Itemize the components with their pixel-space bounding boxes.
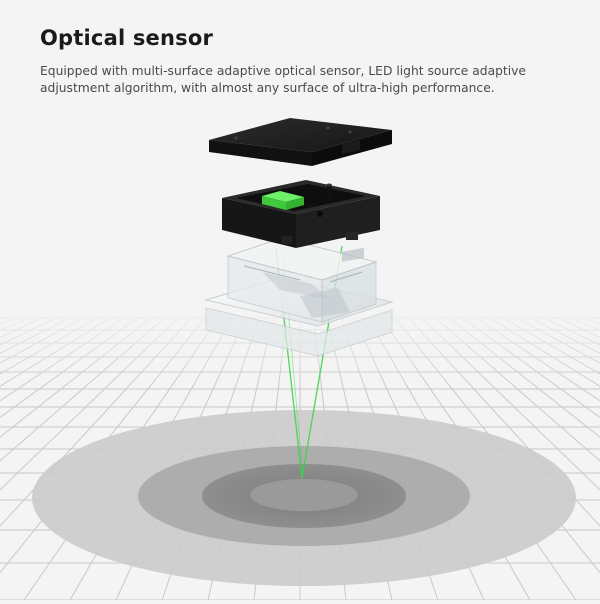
description: Equipped with multi-surface adaptive opt… bbox=[40, 64, 526, 95]
light-spot bbox=[32, 410, 576, 586]
sensor-housing bbox=[222, 180, 380, 248]
page-title: Optical sensor bbox=[40, 26, 214, 50]
top-cover bbox=[209, 118, 392, 166]
sensor-chip bbox=[262, 191, 304, 210]
header: Optical sensor Equipped with multi-surfa… bbox=[40, 26, 570, 97]
optical-lens bbox=[204, 237, 394, 357]
